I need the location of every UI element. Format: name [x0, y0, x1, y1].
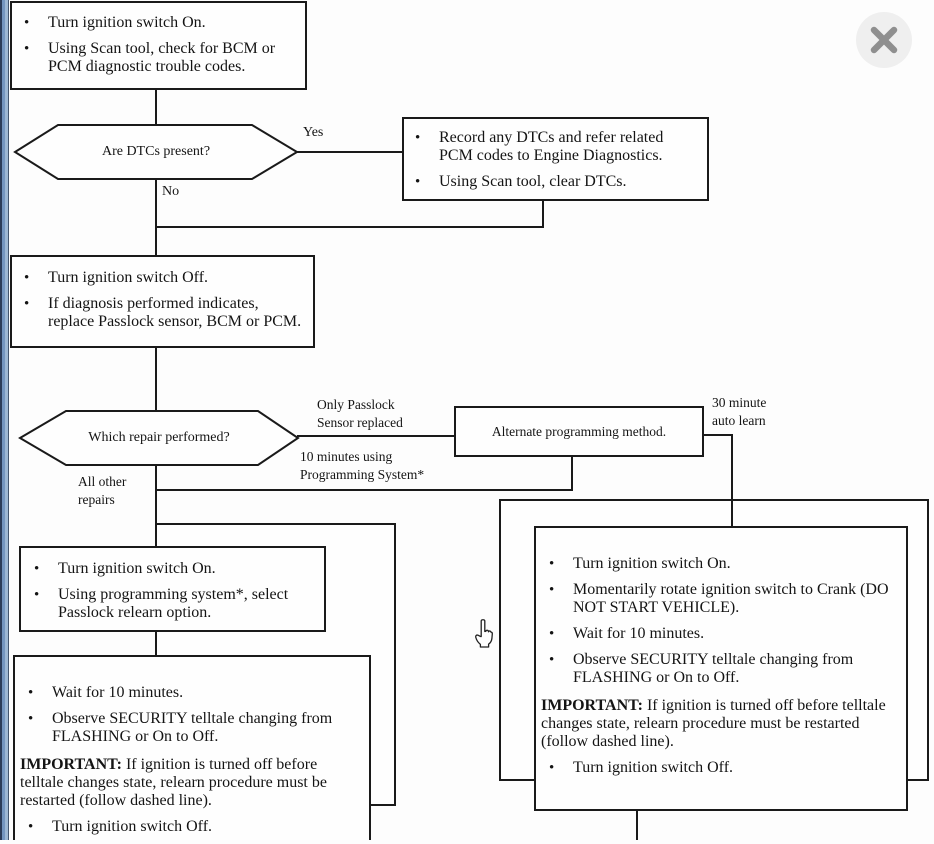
replace-box-shape: [10, 255, 315, 348]
important-text: If ignition is turned off before telltal…: [541, 697, 886, 750]
step-text: If diagnosis performed indicates, replac…: [48, 295, 302, 330]
wait-box: Wait for 10 minutes. Observe SECURITY te…: [18, 684, 360, 844]
step-text: Using programming system*, select Passlo…: [58, 586, 289, 621]
list-item: Momentarily rotate ignition switch to Cr…: [539, 581, 895, 617]
list-item: Turn ignition switch On.: [539, 555, 895, 573]
list-item: Observe SECURITY telltale changing from …: [539, 651, 895, 687]
relearn-box-shape: [19, 546, 326, 632]
replace-box: Turn ignition switch Off. If diagnosis p…: [14, 269, 302, 339]
important-prefix: IMPORTANT:: [541, 697, 643, 714]
crank-box: Turn ignition switch On. Momentarily rot…: [539, 555, 895, 785]
bullet-icon: [539, 625, 573, 643]
bullet-icon: [405, 129, 439, 165]
bullet-icon: [18, 710, 52, 746]
list-item: Using programming system*, select Passlo…: [24, 586, 316, 622]
list-item: Turn ignition switch Off.: [539, 759, 895, 777]
bullet-icon: [539, 651, 573, 687]
list-item: Turn ignition switch On.: [24, 560, 316, 578]
bullet-icon: [539, 581, 573, 617]
list-item: Turn ignition switch On.: [14, 14, 296, 32]
list-item: Record any DTCs and refer related PCM co…: [405, 129, 697, 165]
step-text: Turn ignition switch On.: [573, 555, 731, 572]
step-text: Record any DTCs and refer related PCM co…: [439, 129, 664, 164]
list-item: Using Scan tool, clear DTCs.: [405, 173, 697, 191]
important-note: IMPORTANT: If ignition is turned off bef…: [539, 697, 895, 751]
bullet-icon: [539, 759, 573, 777]
branch-label-all-other: All other repairs: [78, 474, 127, 507]
important-text: If ignition is turned off before telltal…: [20, 756, 327, 809]
alt-box-shape: [454, 406, 704, 457]
step-text: Momentarily rotate ignition switch to Cr…: [573, 581, 889, 616]
bullet-icon: [18, 684, 52, 702]
list-item: Turn ignition switch Off.: [18, 818, 360, 836]
bullet-icon: [14, 269, 48, 287]
branch-label-ten-minutes: 10 minutes using Programming System*: [300, 449, 425, 482]
bullet-icon: [539, 555, 573, 573]
bullet-icon: [14, 14, 48, 32]
step-text: Turn ignition switch Off.: [52, 818, 213, 835]
crank-box-shape: [534, 526, 908, 811]
step-text: Using Scan tool, clear DTCs.: [439, 173, 627, 190]
start-box-shape: [10, 1, 307, 90]
start-box: Turn ignition switch On. Using Scan tool…: [14, 14, 296, 84]
wait-box-shape: [13, 655, 371, 840]
step-text: Wait for 10 minutes.: [573, 625, 705, 642]
branch-label-no: No: [162, 184, 180, 199]
x-icon: [870, 26, 898, 54]
flow-connectors: [155, 89, 733, 840]
dtc-decision-shape: [13, 124, 299, 180]
step-text: Using Scan tool, check for BCM or PCM di…: [48, 40, 276, 75]
record-box: Record any DTCs and refer related PCM co…: [405, 129, 697, 199]
repair-decision-label: Which repair performed?: [88, 430, 230, 445]
branch-label-thirty-minutes: 30 minute auto learn: [712, 395, 767, 428]
bullet-icon: [24, 560, 58, 578]
relearn-box: Turn ignition switch On. Using programmi…: [24, 560, 316, 630]
list-item: Wait for 10 minutes.: [539, 625, 895, 643]
bullet-icon: [405, 173, 439, 191]
step-text: Turn ignition switch Off.: [573, 759, 734, 776]
step-text: Observe SECURITY telltale changing from …: [573, 651, 854, 686]
step-text: Turn ignition switch On.: [58, 560, 216, 577]
repair-decision-shape: [18, 410, 300, 466]
step-text: Observe SECURITY telltale changing from …: [52, 710, 333, 745]
list-item: Using Scan tool, check for BCM or PCM di…: [14, 40, 296, 76]
bullet-icon: [14, 295, 48, 331]
bullet-icon: [14, 40, 48, 76]
page-edge-strip: [0, 0, 9, 840]
important-note: IMPORTANT: If ignition is turned off bef…: [18, 756, 360, 810]
step-text: Turn ignition switch On.: [48, 14, 206, 31]
record-box-shape: [402, 117, 709, 201]
branch-label-only-passlock: Only Passlock Sensor replaced: [317, 397, 403, 430]
list-item: If diagnosis performed indicates, replac…: [14, 295, 302, 331]
close-button[interactable]: [856, 12, 912, 68]
important-prefix: IMPORTANT:: [20, 756, 122, 773]
alt-programming-box: Alternate programming method.: [491, 423, 667, 439]
branch-label-yes: Yes: [303, 125, 324, 140]
list-item: Wait for 10 minutes.: [18, 684, 360, 702]
list-item: Observe SECURITY telltale changing from …: [18, 710, 360, 746]
hand-cursor-icon: [475, 619, 493, 648]
dtc-decision-label: Are DTCs present?: [101, 144, 211, 159]
step-text: Wait for 10 minutes.: [52, 684, 184, 701]
bullet-icon: [24, 586, 58, 622]
list-item: Turn ignition switch Off.: [14, 269, 302, 287]
step-text: Turn ignition switch Off.: [48, 269, 209, 286]
bullet-icon: [18, 818, 52, 836]
